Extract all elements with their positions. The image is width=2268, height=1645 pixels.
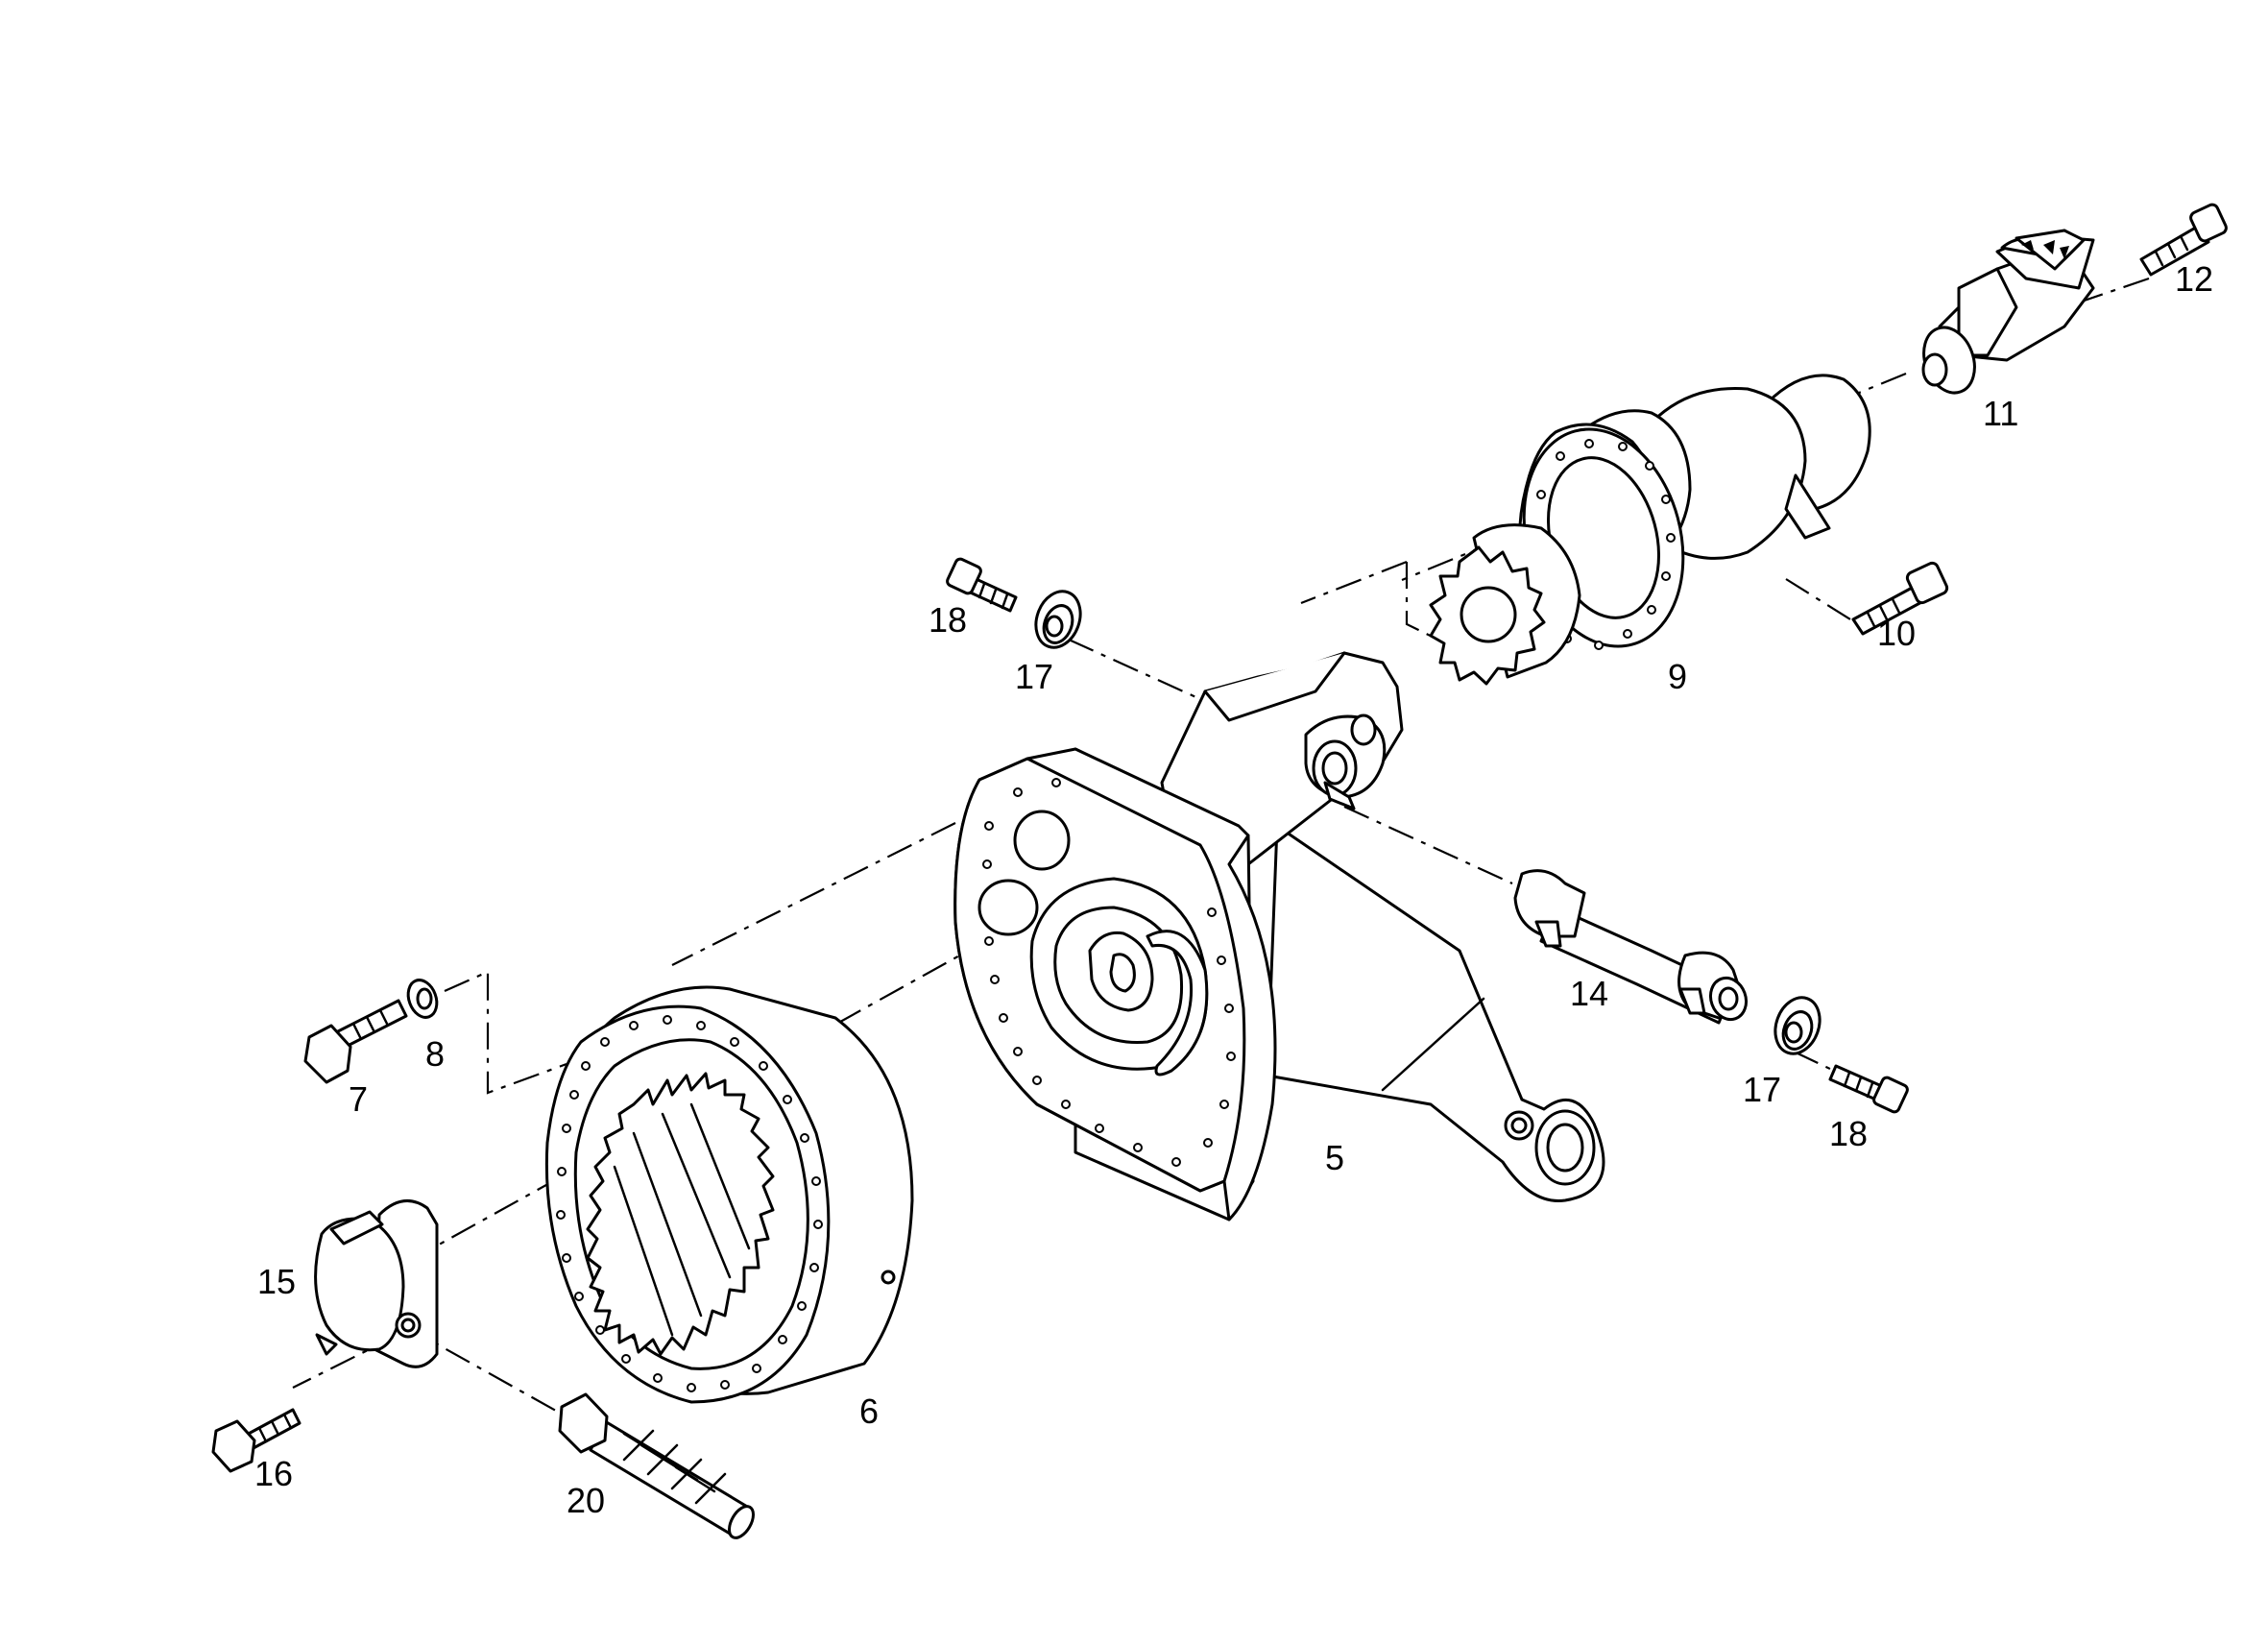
label-part-18-lower: 18 <box>1829 1114 1868 1153</box>
callout-labels: 5 6 7 8 9 10 11 12 14 15 16 17 17 18 18 … <box>254 259 2213 1520</box>
motor-part-11 <box>1921 229 2095 395</box>
bolt-part-10 <box>1851 561 1949 636</box>
housing-part-5 <box>953 651 1605 1222</box>
label-part-12: 12 <box>2175 259 2213 299</box>
hub-part-9 <box>1429 374 1871 686</box>
label-part-6: 6 <box>859 1391 879 1431</box>
label-part-5: 5 <box>1325 1138 1344 1177</box>
label-part-18-upper: 18 <box>929 600 967 640</box>
shaft-part-14 <box>1513 869 1749 1025</box>
label-part-16: 16 <box>254 1454 293 1493</box>
label-part-14: 14 <box>1570 974 1608 1013</box>
label-part-15: 15 <box>257 1262 296 1301</box>
label-part-20: 20 <box>567 1481 605 1520</box>
bolt-part-16 <box>211 1408 302 1473</box>
label-part-8: 8 <box>425 1034 445 1074</box>
pin-part-20 <box>558 1392 755 1539</box>
bolt-part-12 <box>2139 203 2228 277</box>
bolt-part-18-lower <box>1828 1064 1909 1114</box>
washer-part-17-upper <box>1034 590 1082 649</box>
label-part-7: 7 <box>349 1079 368 1119</box>
label-part-10: 10 <box>1877 614 1916 653</box>
washer-part-17-lower <box>1773 996 1822 1055</box>
label-part-11: 11 <box>1983 394 2018 433</box>
label-part-17-lower: 17 <box>1743 1070 1781 1109</box>
washer-part-8 <box>406 979 439 1019</box>
label-part-17-upper: 17 <box>1015 657 1053 696</box>
label-part-9: 9 <box>1668 657 1687 696</box>
bolt-part-18-upper <box>946 557 1018 613</box>
cover-part-15 <box>314 1199 439 1368</box>
bolt-part-7 <box>303 999 408 1084</box>
ring-gear-part-6 <box>544 985 914 1404</box>
